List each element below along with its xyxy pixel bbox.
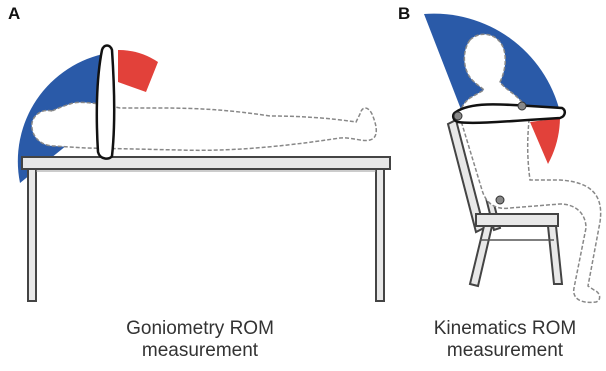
panel-b-caption-line1: Kinematics ROM [410,318,600,340]
panel-b-caption-line2: measurement [410,340,600,362]
panel-a-caption-line1: Goniometry ROM [100,318,300,340]
panel-a-caption-line2: measurement [100,340,300,362]
panel-a-drawing [18,46,390,302]
raised-arm [97,46,115,159]
panel-a-label: A [8,4,20,24]
panel-b-red-arc [530,118,560,164]
panel-a-red-arc [118,50,158,92]
panel-a-caption: Goniometry ROM measurement [100,318,300,362]
hip-marker [496,196,504,204]
panel-b-drawing [424,14,601,303]
shoulder-marker [454,112,462,120]
elbow-marker [518,102,526,110]
table [22,157,390,301]
panel-b-caption: Kinematics ROM measurement [410,318,600,362]
lying-body-outline [32,102,377,150]
panel-b-label: B [398,4,410,24]
